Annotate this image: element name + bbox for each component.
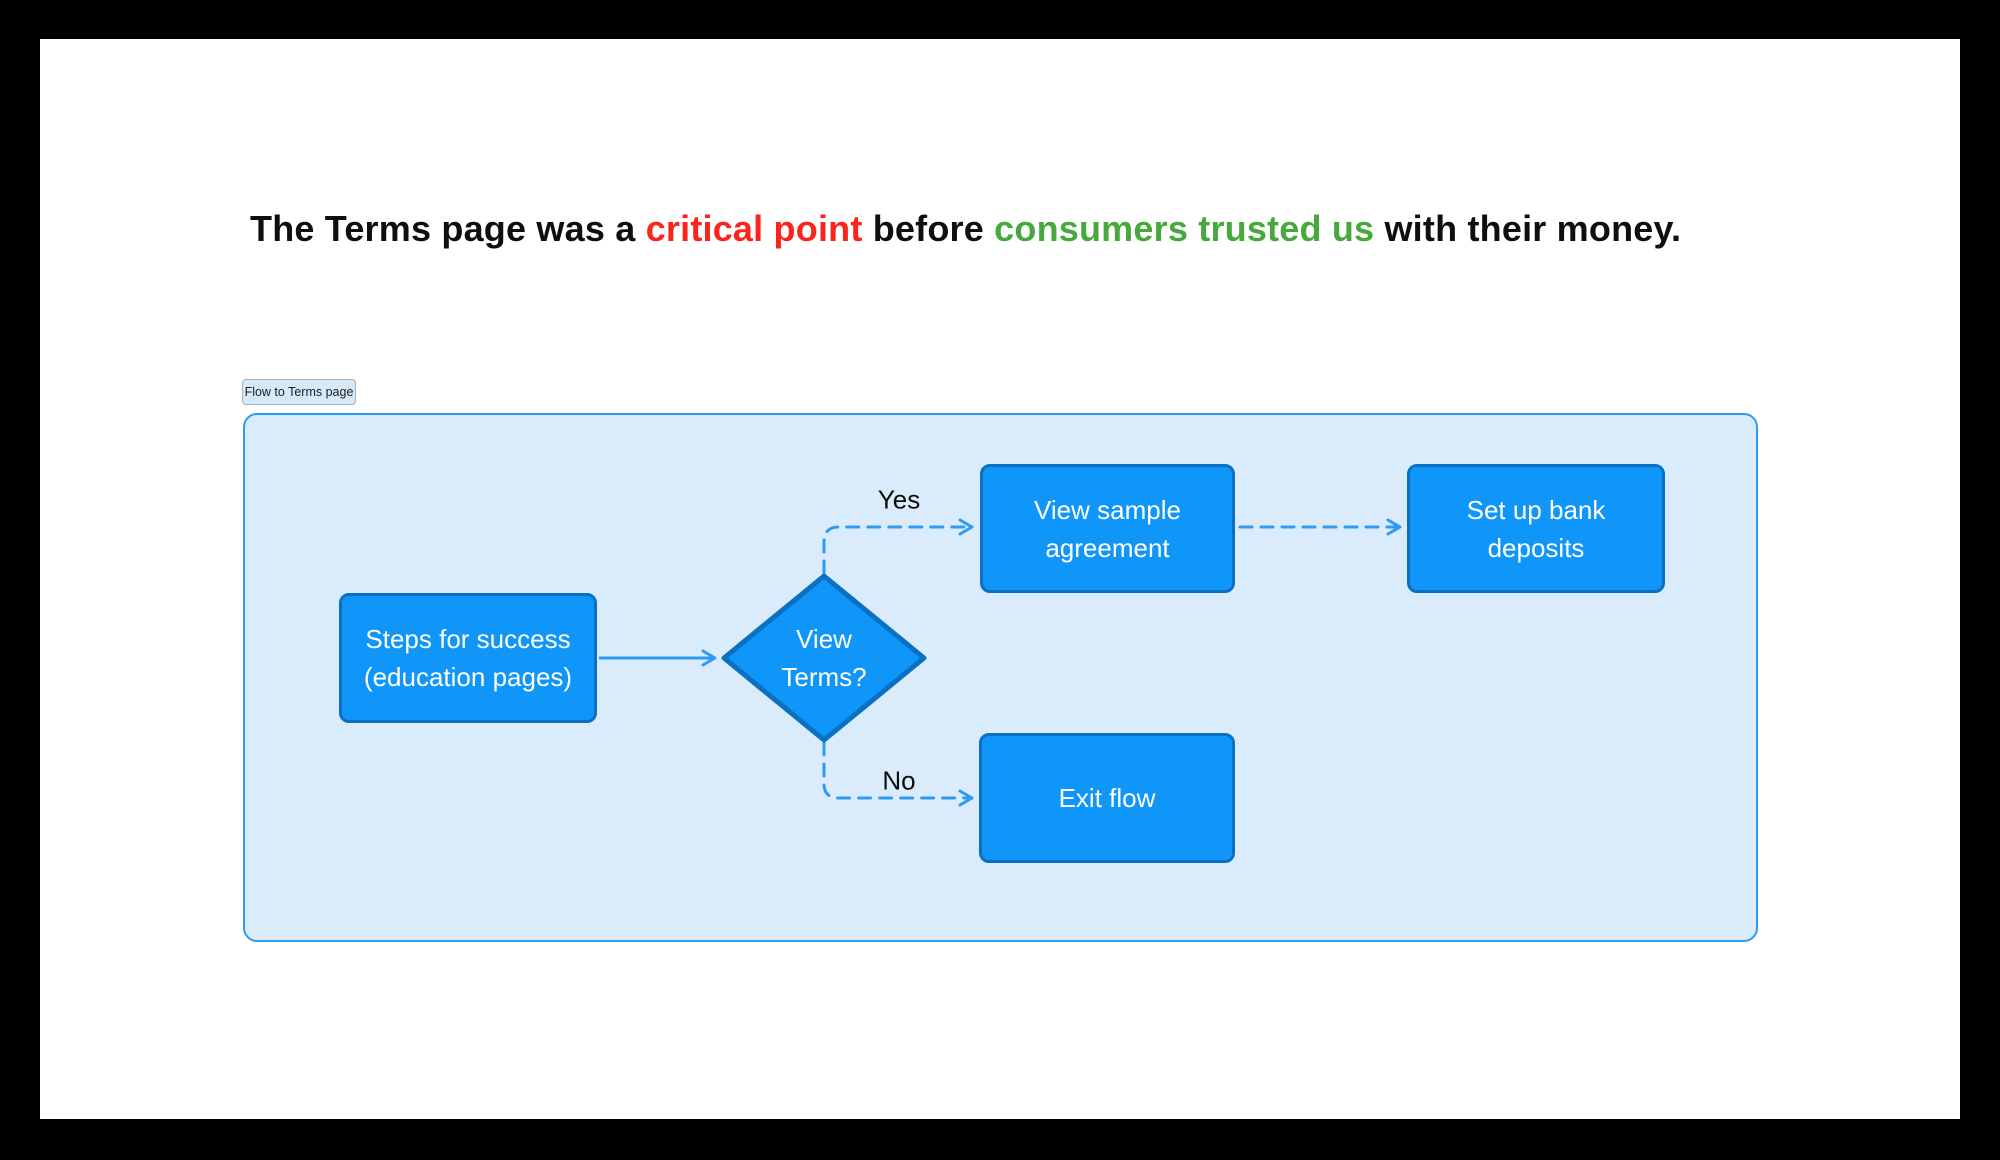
node-steps-for-success[interactable]: Steps for success (education pages): [339, 593, 597, 723]
node-view-terms-diamond-shape[interactable]: [721, 573, 927, 743]
node-view-sample-agreement[interactable]: View sample agreement: [980, 464, 1235, 593]
node-view-sample-agreement-label: View sample agreement: [1034, 494, 1181, 563]
title-segment-critical-point: critical point: [645, 208, 863, 249]
node-exit-flow[interactable]: Exit flow: [979, 733, 1235, 863]
node-set-up-bank-deposits[interactable]: Set up bank deposits: [1407, 464, 1665, 593]
title-segment: with their money.: [1374, 208, 1682, 249]
node-view-terms-label: View Terms?: [781, 624, 867, 692]
node-set-up-bank-deposits-label: Set up bank deposits: [1466, 494, 1606, 563]
node-exit-flow-label: Exit flow: [1058, 783, 1156, 813]
edge-no-decision-to-exit: [822, 741, 974, 807]
flow-frame-label-text: Flow to Terms page: [244, 385, 354, 399]
edge-yes-decision-to-view-sample: [822, 518, 974, 575]
title-segment-consumers-trusted-us: consumers trusted us: [994, 208, 1375, 249]
title-segment: The Terms page was a: [250, 208, 646, 249]
edge-yes-label: Yes: [877, 484, 921, 515]
edge-no-label: No: [882, 765, 916, 796]
flow-arrows-layer: [599, 518, 1402, 807]
title-segment: before: [862, 208, 995, 249]
page-title: The Terms page was a critical point befo…: [250, 205, 1750, 252]
flowchart-canvas[interactable]: Steps for success (education pages) View…: [243, 413, 1758, 942]
slide-page: The Terms page was a critical point befo…: [40, 39, 1960, 1119]
node-steps-for-success-label: Steps for success (education pages): [363, 624, 573, 692]
flow-frame-label[interactable]: Flow to Terms page: [242, 379, 356, 405]
